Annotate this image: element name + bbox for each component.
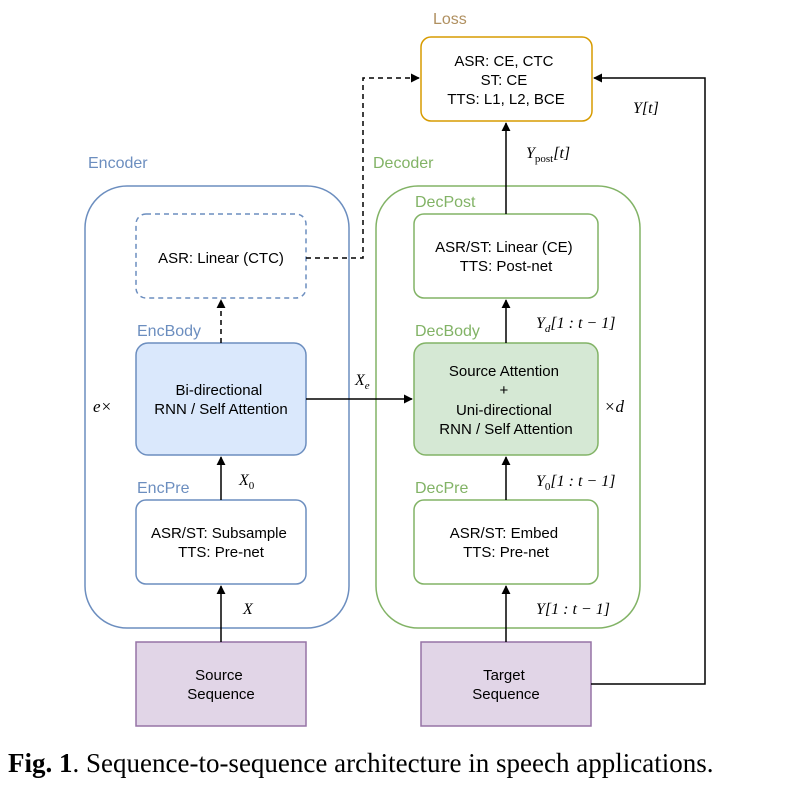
- dec-body-box: [413, 342, 599, 456]
- dec-body-line-4: RNN / Self Attention: [439, 421, 572, 438]
- target-sequence-text: Target Sequence: [472, 667, 540, 703]
- enc-pre-box: [135, 499, 307, 585]
- dec-post-box: [413, 213, 599, 299]
- dec-pre-line-1: ASR/ST: Embed: [450, 525, 558, 542]
- figure-caption: Fig. 1. Sequence-to-sequence architectur…: [8, 748, 713, 779]
- enc-body-line-2: RNN / Self Attention: [154, 401, 287, 418]
- target-line-2: Sequence: [472, 686, 540, 703]
- label-e-times: e×: [93, 397, 112, 416]
- source-sequence-box: [135, 641, 307, 727]
- decoder-label: Decoder: [373, 155, 434, 172]
- decoder-container: [375, 185, 641, 629]
- arrow-target-to-loss: [591, 73, 706, 685]
- enc-body-text: Bi-directional RNN / Self Attention: [154, 382, 287, 418]
- label-times-d: ×d: [604, 397, 624, 416]
- dec-body-line-3: Uni-directional: [456, 402, 552, 419]
- label-ypost: Ypost[t]: [526, 145, 570, 165]
- enc-pre-line-2: TTS: Pre-net: [178, 544, 265, 561]
- dec-pre-label: DecPre: [415, 480, 468, 497]
- enc-pre-label: EncPre: [137, 480, 190, 497]
- dec-body-line-2: +: [500, 382, 509, 399]
- dec-post-label: DecPost: [415, 194, 476, 211]
- dec-post-text: ASR/ST: Linear (CE) TTS: Post-net: [435, 239, 577, 275]
- loss-label: Loss: [433, 11, 467, 28]
- figure-caption-label: Fig. 1: [8, 748, 73, 778]
- loss-text: ASR: CE, CTC ST: CE TTS: L1, L2, BCE: [447, 53, 565, 108]
- loss-line-2: ST: CE: [481, 72, 528, 89]
- dec-post-line-2: TTS: Post-net: [460, 258, 553, 275]
- label-y0: Y0[1 : t − 1]: [536, 473, 615, 493]
- loss-line-3: TTS: L1, L2, BCE: [447, 91, 565, 108]
- label-x: X: [242, 601, 254, 618]
- dec-body-label: DecBody: [415, 323, 480, 340]
- enc-body-line-1: Bi-directional: [176, 382, 263, 399]
- dec-pre-line-2: TTS: Pre-net: [463, 544, 550, 561]
- encoder-container: [84, 185, 350, 629]
- target-line-1: Target: [483, 667, 526, 684]
- dec-body-text: Source Attention + Uni-directional RNN /…: [439, 363, 572, 438]
- source-line-2: Sequence: [187, 686, 255, 703]
- source-line-1: Source: [195, 667, 243, 684]
- ctc-text: ASR: Linear (CTC): [158, 250, 284, 267]
- enc-pre-text: ASR/ST: Subsample TTS: Pre-net: [151, 525, 291, 561]
- source-sequence-text: Source Sequence: [187, 667, 255, 703]
- dec-pre-text: ASR/ST: Embed TTS: Pre-net: [450, 525, 563, 561]
- arrow-ctc-to-loss: [306, 73, 420, 259]
- encoder-label: Encoder: [88, 155, 148, 172]
- label-yt: Y[t]: [633, 100, 659, 117]
- loss-box: [420, 36, 593, 122]
- label-y-range: Y[1 : t − 1]: [536, 601, 610, 618]
- enc-pre-line-1: ASR/ST: Subsample: [151, 525, 287, 542]
- label-xe: Xe: [354, 372, 370, 392]
- dec-body-line-1: Source Attention: [449, 363, 559, 380]
- label-x0: X0: [238, 472, 255, 492]
- enc-body-box: [135, 342, 307, 456]
- label-yd: Yd[1 : t − 1]: [536, 315, 615, 335]
- loss-line-1: ASR: CE, CTC: [454, 53, 553, 70]
- enc-body-label: EncBody: [137, 323, 201, 340]
- dec-post-line-1: ASR/ST: Linear (CE): [435, 239, 573, 256]
- figure-caption-text: . Sequence-to-sequence architecture in s…: [72, 748, 714, 778]
- ctc-box: [135, 213, 307, 299]
- dec-pre-box: [413, 499, 599, 585]
- target-sequence-box: [420, 641, 592, 727]
